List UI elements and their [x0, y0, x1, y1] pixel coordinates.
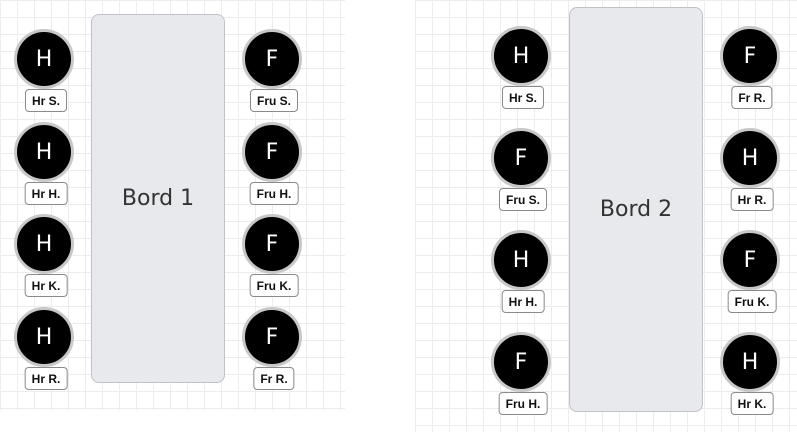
guest-avatar: F [491, 128, 551, 188]
table-1-label: Bord 1 [121, 186, 195, 211]
guest-name-tag: Fru K. [727, 290, 777, 313]
guest-name-tag: Hr H. [501, 290, 545, 313]
guest-name-tag: Fru S. [249, 89, 299, 112]
seat-table2-left-4[interactable]: F Fru H. [488, 332, 558, 424]
seat-table2-right-4[interactable]: H Hr K. [717, 332, 787, 424]
seat-table2-left-3[interactable]: H Hr H. [488, 230, 558, 322]
guest-name-tag: Hr K. [24, 274, 68, 297]
guest-avatar: H [491, 230, 551, 290]
guest-name-tag: Hr H. [24, 182, 68, 205]
seat-table1-left-1[interactable]: H Hr S. [11, 29, 81, 121]
guest-avatar: F [720, 230, 780, 290]
guest-name-tag: Fr R. [253, 367, 295, 390]
guest-avatar: F [242, 307, 302, 367]
guest-name-tag: Hr K. [730, 392, 774, 415]
seat-table1-right-1[interactable]: F Fru S. [239, 29, 309, 121]
guest-name-tag: Hr R. [730, 188, 774, 211]
seat-table2-right-2[interactable]: H Hr R. [717, 128, 787, 220]
guest-avatar: F [720, 26, 780, 86]
table-2-label: Bord 2 [599, 197, 673, 222]
seat-table1-left-4[interactable]: H Hr R. [11, 307, 81, 399]
seat-table2-left-1[interactable]: H Hr S. [488, 26, 558, 118]
seat-table2-right-3[interactable]: F Fru K. [717, 230, 787, 322]
guest-avatar: F [491, 332, 551, 392]
guest-name-tag: Hr R. [24, 367, 68, 390]
guest-avatar: F [242, 214, 302, 274]
seat-table1-left-3[interactable]: H Hr K. [11, 214, 81, 306]
table-1[interactable]: Bord 1 [91, 14, 225, 383]
guest-avatar: H [720, 128, 780, 188]
seat-table1-right-3[interactable]: F Fru K. [239, 214, 309, 306]
guest-name-tag: Fr R. [731, 86, 773, 109]
guest-name-tag: Fru S. [498, 188, 548, 211]
guest-name-tag: Hr S. [24, 89, 68, 112]
guest-avatar: H [14, 214, 74, 274]
seat-table2-left-2[interactable]: F Fru S. [488, 128, 558, 220]
guest-avatar: F [242, 122, 302, 182]
guest-name-tag: Hr S. [501, 86, 545, 109]
guest-avatar: H [14, 29, 74, 89]
seat-table2-right-1[interactable]: F Fr R. [717, 26, 787, 118]
guest-avatar: H [14, 307, 74, 367]
seat-table1-right-2[interactable]: F Fru H. [239, 122, 309, 214]
guest-avatar: H [720, 332, 780, 392]
guest-avatar: H [491, 26, 551, 86]
guest-avatar: F [242, 29, 302, 89]
seat-table1-left-2[interactable]: H Hr H. [11, 122, 81, 214]
guest-name-tag: Fru K. [249, 274, 299, 297]
table-2[interactable]: Bord 2 [569, 7, 703, 412]
guest-avatar: H [14, 122, 74, 182]
seat-table1-right-4[interactable]: F Fr R. [239, 307, 309, 399]
guest-name-tag: Fru H. [498, 392, 548, 415]
guest-name-tag: Fru H. [249, 182, 299, 205]
